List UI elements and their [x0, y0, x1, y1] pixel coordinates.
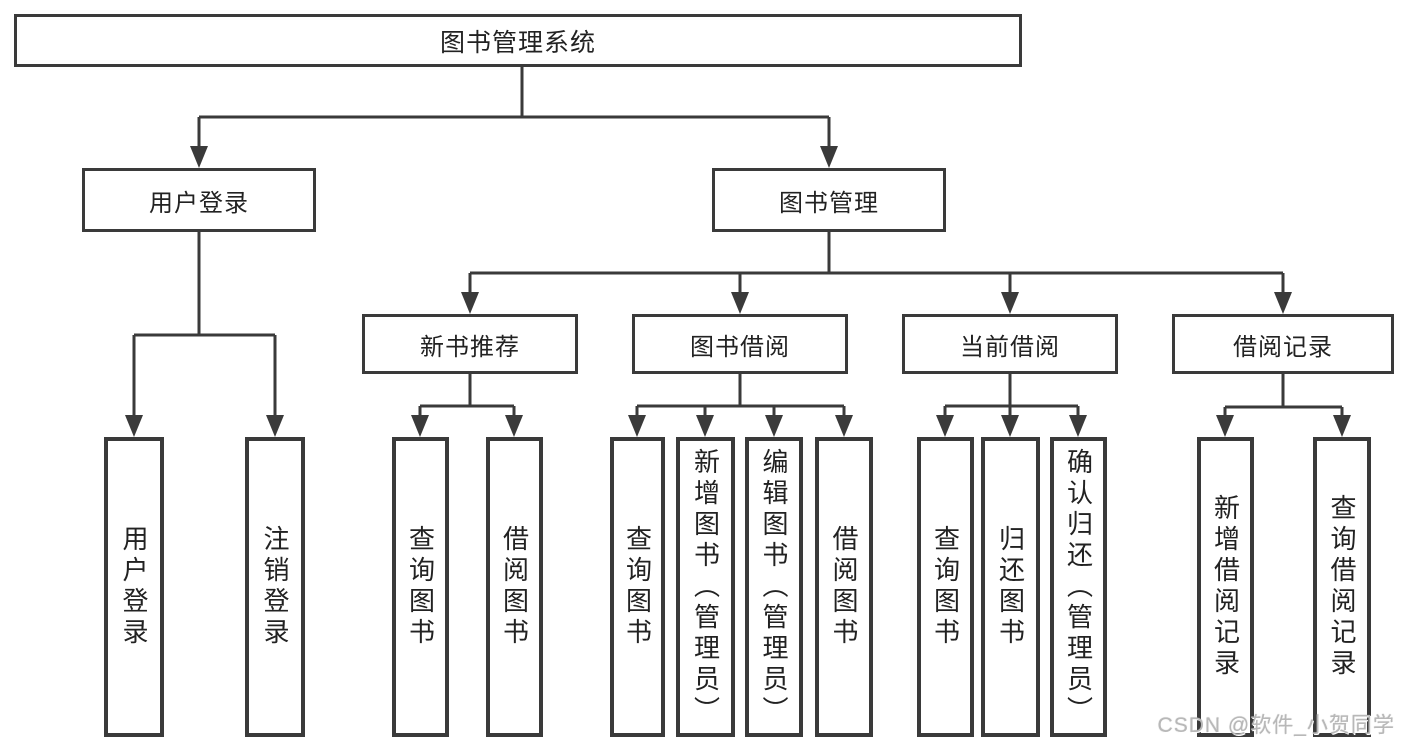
node-library-management-system: 图书管理系统 — [14, 14, 1022, 67]
node-label: 确认归还（管理员） — [1063, 447, 1094, 727]
node-current-borrowing: 当前借阅 — [902, 314, 1118, 374]
node-label: 当前借阅 — [960, 333, 1060, 361]
node-label: 用户登录 — [119, 525, 149, 649]
node-label: 图书管理系统 — [439, 28, 596, 57]
leaf-return-book: 归还图书 — [981, 437, 1040, 737]
leaf-query-borrow-record: 查询借阅记录 — [1313, 437, 1371, 737]
node-label: 查询图书 — [622, 525, 653, 649]
node-label: 编辑图书（管理员） — [759, 447, 789, 727]
leaf-edit-book-admin: 编辑图书（管理员） — [745, 437, 803, 737]
node-label: 借阅图书 — [829, 525, 859, 649]
leaf-confirm-return-admin: 确认归还（管理员） — [1050, 437, 1107, 737]
leaf-borrow-book: 借阅图书 — [815, 437, 873, 737]
node-label: 图书管理 — [779, 189, 879, 217]
node-label: 图书借阅 — [690, 333, 790, 361]
node-book-management: 图书管理 — [712, 168, 946, 232]
node-user-login: 用户登录 — [82, 168, 316, 232]
node-label: 用户登录 — [149, 189, 249, 217]
leaf-query-book-recommend: 查询图书 — [392, 437, 449, 737]
leaf-logout: 注销登录 — [245, 437, 305, 737]
node-new-book-recommendation: 新书推荐 — [362, 314, 578, 374]
node-label: 借阅记录 — [1233, 333, 1333, 361]
node-book-borrowing: 图书借阅 — [632, 314, 848, 374]
node-label: 借阅图书 — [499, 525, 530, 649]
node-label: 查询借阅记录 — [1327, 494, 1357, 680]
leaf-query-book-borrowing: 查询图书 — [610, 437, 665, 737]
leaf-add-book-admin: 新增图书（管理员） — [676, 437, 735, 737]
leaf-add-borrow-record: 新增借阅记录 — [1197, 437, 1254, 737]
node-label: 注销登录 — [260, 525, 290, 649]
node-label: 归还图书 — [995, 525, 1026, 649]
node-label: 新增借阅记录 — [1210, 494, 1241, 680]
leaf-user-login: 用户登录 — [104, 437, 164, 737]
node-borrowing-records: 借阅记录 — [1172, 314, 1394, 374]
leaf-query-book-current: 查询图书 — [917, 437, 974, 737]
node-label: 新书推荐 — [420, 333, 520, 361]
node-label: 查询图书 — [405, 525, 436, 649]
node-label: 新增图书（管理员） — [690, 447, 721, 727]
leaf-borrow-book-recommend: 借阅图书 — [486, 437, 543, 737]
node-label: 查询图书 — [930, 525, 961, 649]
